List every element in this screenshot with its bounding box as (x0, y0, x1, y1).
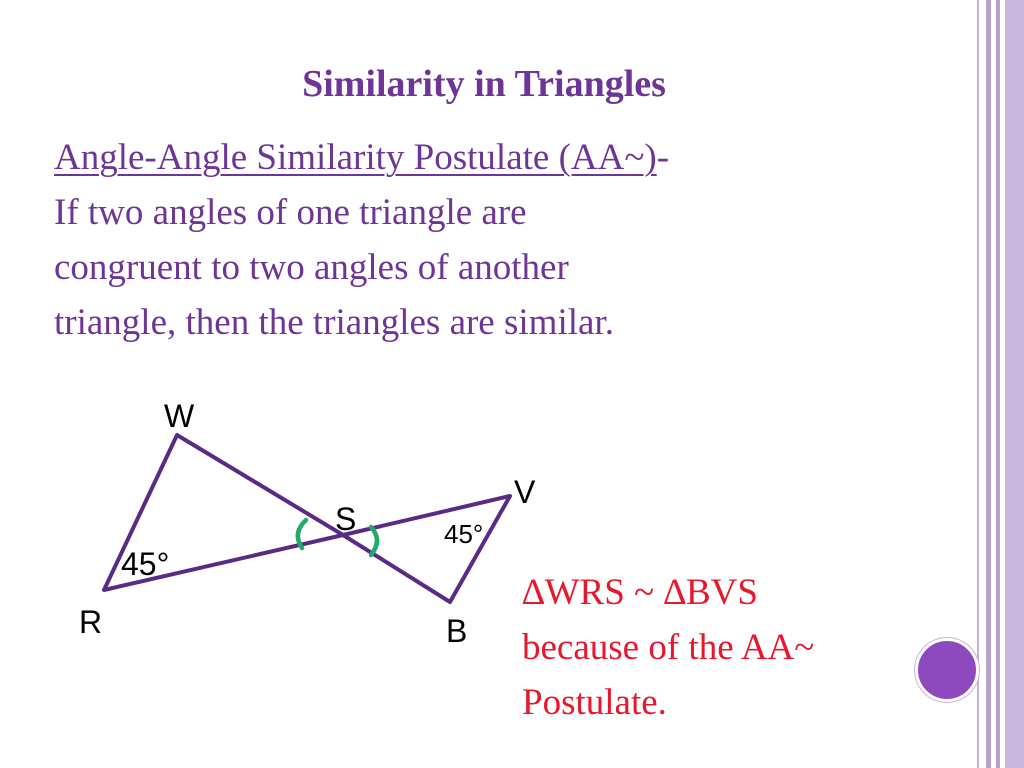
conclusion-line-2: because of the AA~ (522, 627, 815, 668)
postulate-name: Angle-Angle Similarity Postulate (AA~) (54, 137, 657, 178)
frame-line-band-1 (986, 0, 991, 768)
angle-arc-wsr (295, 517, 309, 551)
postulate-line-3: congruent to two angles of another (54, 247, 569, 288)
conclusion-line-3: Postulate. (522, 682, 667, 723)
vertex-label-r: R (79, 604, 102, 640)
triangle-wrs (102, 433, 345, 592)
conclusion-text: ∆WRS ~ ∆BVS because of the AA~ Postulate… (522, 565, 942, 730)
triangle-bvs (341, 494, 512, 604)
vertex-label-b: B (446, 613, 467, 649)
frame-line-band-3 (1005, 0, 1024, 768)
frame-line-outer (977, 0, 979, 768)
triangle-diagram: W V S R B 45° 45° (79, 398, 536, 649)
frame-line-band-2 (996, 0, 1000, 768)
postulate-line-4: triangle, then the triangles are similar… (54, 302, 614, 343)
conclusion-line-1: ∆WRS ~ ∆BVS (522, 572, 758, 613)
postulate-text: Angle-Angle Similarity Postulate (AA~)- … (54, 130, 954, 350)
postulate-line-2: If two angles of one triangle are (54, 192, 527, 233)
postulate-dash: - (656, 137, 670, 178)
postulate-line-1: Angle-Angle Similarity Postulate (AA~)- (54, 130, 954, 185)
decorative-circle (915, 638, 979, 702)
vertex-label-w: W (164, 398, 195, 434)
vertex-label-v: V (514, 474, 536, 510)
angle-label-v: 45° (444, 519, 483, 549)
slide-title: Similarity in Triangles (302, 63, 666, 105)
angle-arc-bsv (368, 524, 380, 558)
angle-label-r: 45° (121, 546, 169, 582)
vertex-label-s: S (335, 501, 356, 537)
